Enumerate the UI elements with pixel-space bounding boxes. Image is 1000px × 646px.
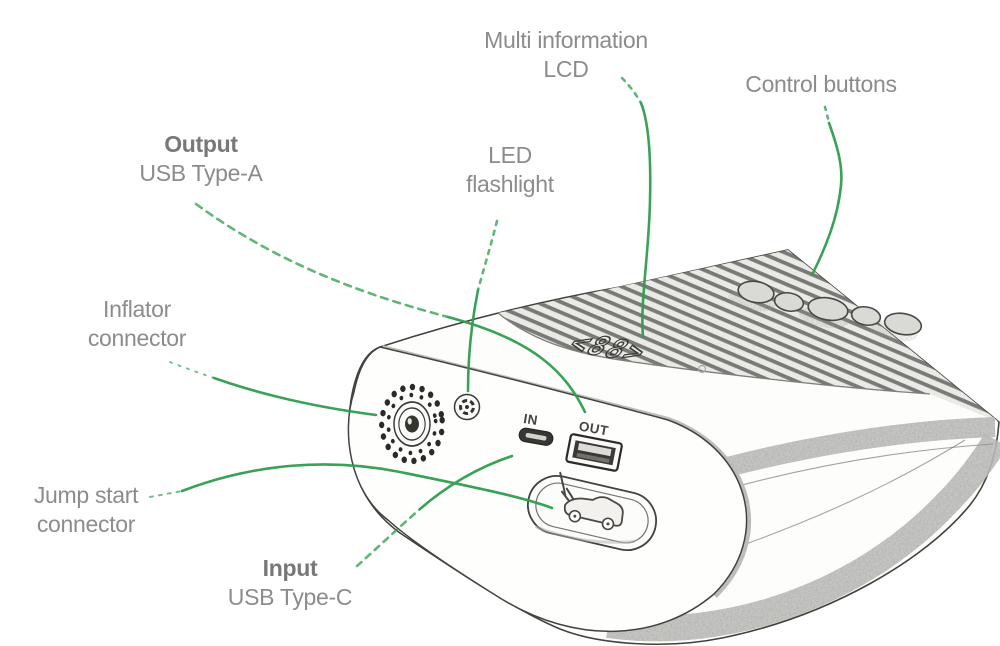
control-buttons <box>728 280 923 342</box>
label-line: flashlight <box>466 171 554 197</box>
label-line: USB Type-A <box>139 160 263 186</box>
label-line: connector <box>87 325 187 351</box>
label-output-usb-a: Output USB Type-A <box>139 130 262 188</box>
usb-a-port <box>565 433 623 472</box>
led-flashlight <box>453 393 481 421</box>
label-line: Control buttons <box>745 71 897 97</box>
leader-led <box>466 219 499 393</box>
label-line: Jump start <box>33 482 139 508</box>
label-line: Multi information <box>484 27 648 53</box>
usb-c-port <box>518 427 554 446</box>
label-line: LED <box>488 142 532 168</box>
leader-inflator <box>169 361 378 417</box>
label-line: LCD <box>543 56 589 82</box>
car-with-clamp-icon <box>559 471 624 531</box>
label-input-usb-c: Input USB Type-C <box>227 554 353 612</box>
inflator-connector-port <box>378 383 446 465</box>
label-title: Output <box>164 131 238 157</box>
leader-lines <box>149 76 843 568</box>
label-multi-information-lcd: Multi information LCD <box>484 26 648 84</box>
out-marking: OUT <box>578 419 610 439</box>
control-button <box>807 296 849 322</box>
label-led-flashlight: LED flashlight <box>466 141 554 199</box>
side-texture-bands <box>606 417 1000 642</box>
label-line: USB Type-C <box>227 584 353 610</box>
leader-control-buttons <box>810 105 843 277</box>
label-line: connector <box>36 511 136 537</box>
label-inflator-connector: Inflator connector <box>87 295 187 353</box>
control-button <box>850 305 882 327</box>
jump-start-port <box>527 471 657 551</box>
leader-output <box>194 202 587 414</box>
leader-input <box>355 454 514 568</box>
leader-jump-start <box>149 463 554 510</box>
indicator-mark <box>697 364 707 374</box>
label-jump-start-connector: Jump start connector <box>33 481 139 539</box>
control-button <box>883 312 923 336</box>
in-marking: IN <box>522 411 539 428</box>
ribbed-grip <box>497 250 999 422</box>
label-control-buttons: Control buttons <box>745 70 897 99</box>
label-title: Input <box>262 555 318 581</box>
control-button <box>773 291 805 313</box>
leader-lcd <box>620 76 652 339</box>
device-body <box>347 249 1000 646</box>
control-button <box>737 280 775 304</box>
label-line: Inflator <box>103 296 171 322</box>
